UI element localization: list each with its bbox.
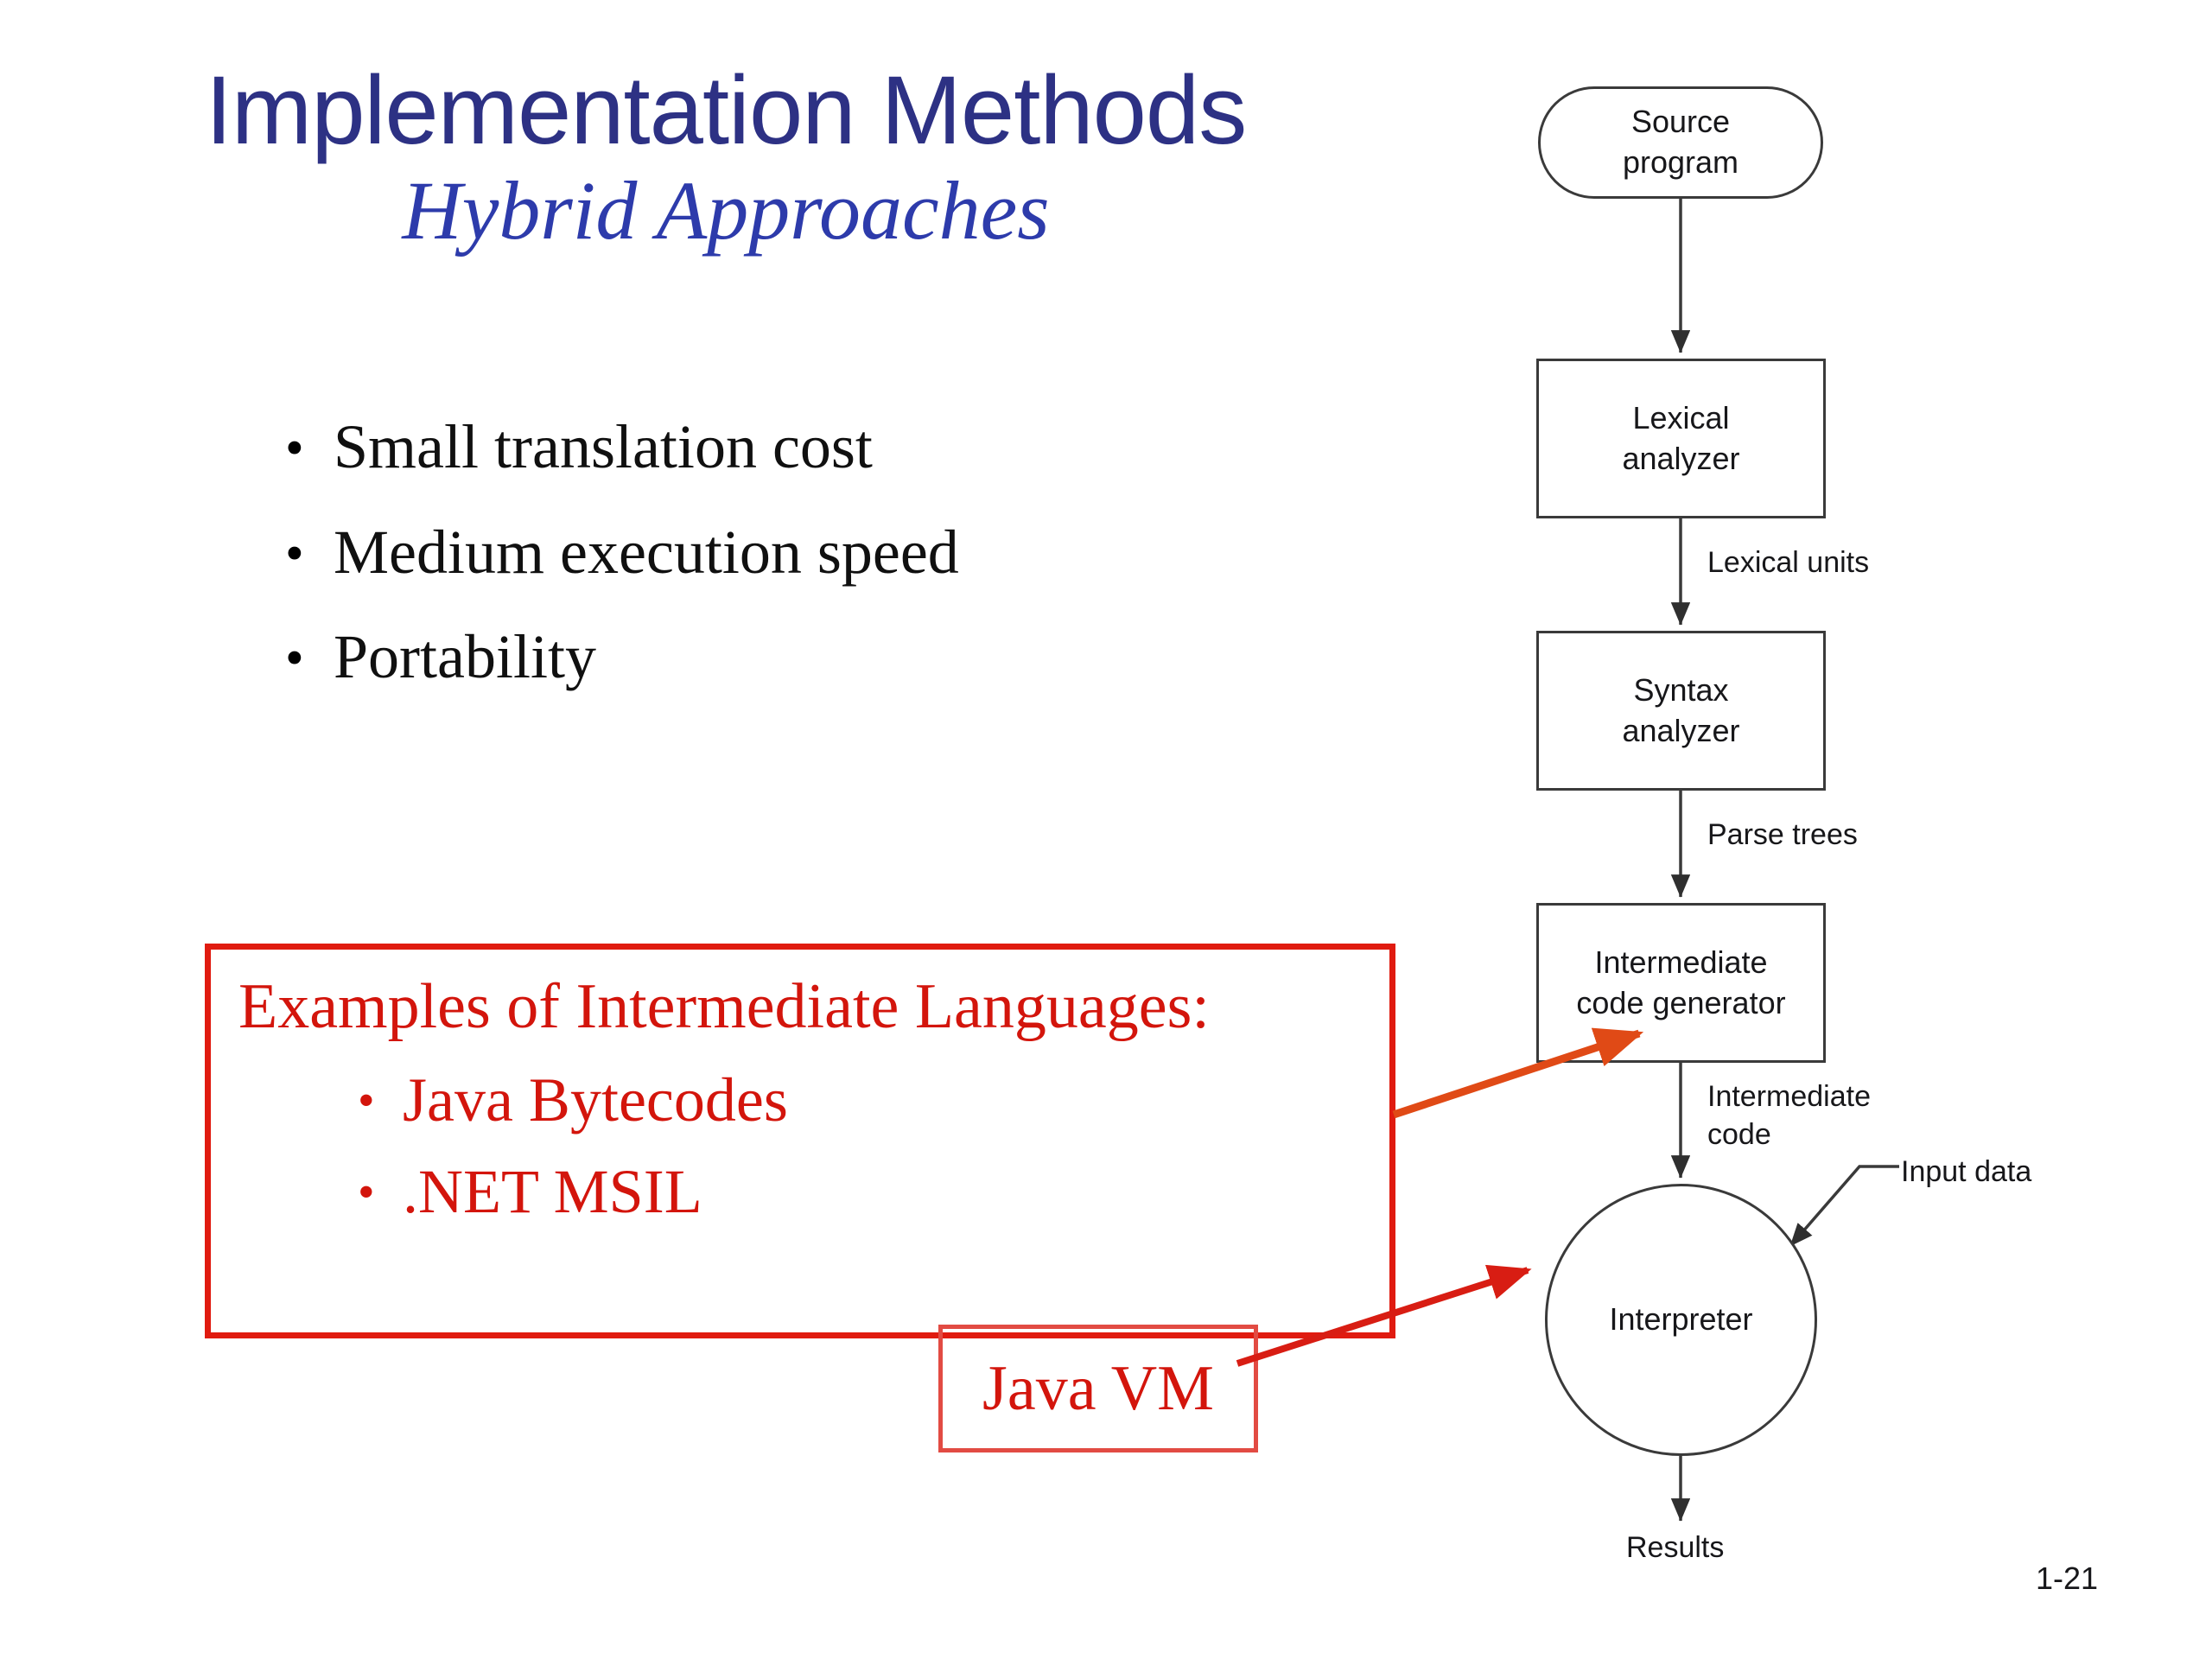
edge-label-lexical-units: Lexical units [1707,546,1870,579]
flow-node-lexical-analyzer: Lexical analyzer [1536,359,1826,518]
list-item: • Portability [285,625,1322,690]
page-number: 1-21 [2035,1560,2098,1596]
bullet-dot-icon: • [358,1074,375,1128]
list-item: • Small translation cost [285,412,1322,481]
page-subtitle: Hybrid Approaches [402,164,1050,257]
bullet-dot-icon: • [285,629,304,689]
flow-node-interpreter: Interpreter [1545,1184,1817,1456]
list-item-label: Portability [334,622,596,692]
callout-list-item: • Java Bytecodes [358,1065,788,1135]
callout-heading: Examples of Intermediate Languages: [238,971,1210,1042]
java-vm-label: Java VM [982,1353,1214,1424]
list-item: • Medium execution speed [285,517,1322,587]
flow-node-label: Interpreter [1609,1301,1753,1338]
edge-label-parse-trees: Parse trees [1707,818,1858,851]
flow-node-label: Lexical analyzer [1622,399,1740,476]
flow-node-intermediate-code-generator: Intermediate code generator [1536,903,1826,1063]
bullet-list: • Small translation cost • Medium execut… [285,412,1322,730]
flow-node-source-program: Source program [1538,86,1823,199]
bullet-dot-icon: • [285,419,304,478]
flow-node-label: Intermediate code generator [1576,944,1786,1020]
flow-node-label: Syntax analyzer [1622,671,1740,748]
list-item-label: Small translation cost [334,412,873,481]
edge-label-results: Results [1626,1531,1725,1564]
edge-label-input-data: Input data [1901,1155,2032,1188]
title-block: Implementation Methods Hybrid Approaches [0,60,1452,256]
edge-label-intermediate-code: Intermediate code [1707,1080,1871,1151]
bullet-dot-icon: • [358,1166,375,1219]
callout-item-label: .NET MSIL [403,1157,702,1226]
page-title: Implementation Methods [205,56,1247,164]
callout-list-item: • .NET MSIL [358,1157,702,1226]
java-vm-callout-box: Java VM [938,1325,1258,1452]
flow-node-syntax-analyzer: Syntax analyzer [1536,631,1826,791]
callout-box: Examples of Intermediate Languages: • Ja… [205,944,1395,1338]
callout-item-label: Java Bytecodes [403,1065,788,1135]
compilation-flowchart: Source program Lexical analyzer Syntax a… [1469,52,2126,1564]
list-item-label: Medium execution speed [334,517,959,587]
bullet-dot-icon: • [285,524,304,583]
flow-node-label: Source program [1622,104,1739,180]
